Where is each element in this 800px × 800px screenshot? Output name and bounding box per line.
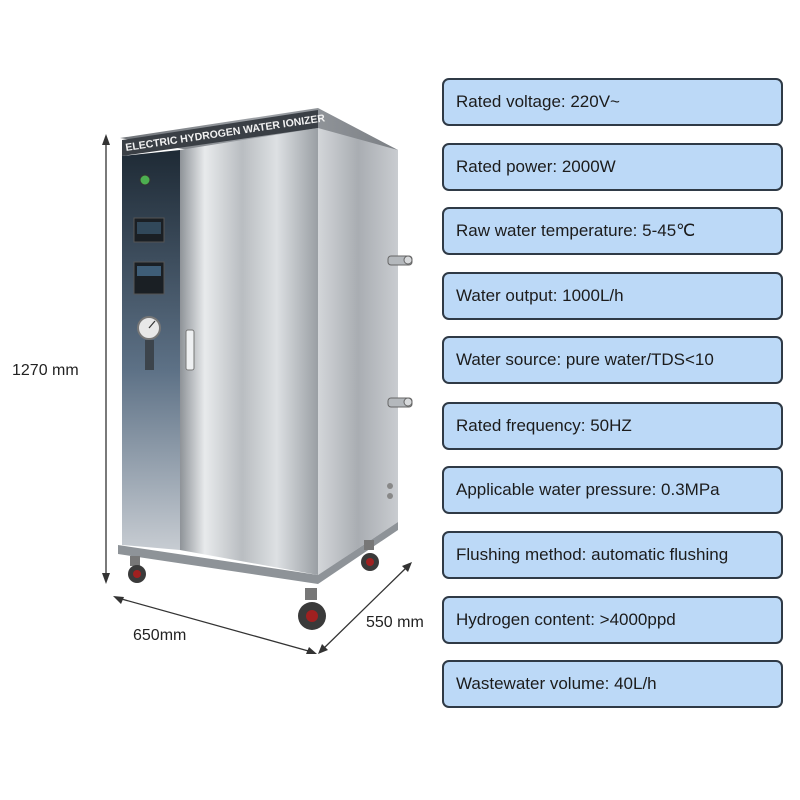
depth-label: 550 mm [366,614,424,631]
depth-dimension-line [318,562,412,654]
spec-raw-water-temperature: Raw water temperature: 5-45℃ [442,207,783,255]
height-dimension-line [102,134,110,584]
cabinet-side [318,128,398,575]
spec-water-output: Water output: 1000L/h [442,272,783,320]
outlet-fitting-icon [387,397,413,408]
spec-rated-voltage: Rated voltage: 220V~ [442,78,783,126]
spec-wastewater-volume: Wastewater volume: 40L/h [442,660,783,708]
cabinet-door [180,128,318,575]
spec-flushing-method: Flushing method: automatic flushing [442,531,783,579]
width-label: 650mm [133,627,187,644]
valve-icon [139,174,151,186]
spec-rated-power: Rated power: 2000W [442,143,783,191]
caster-wheel [361,540,379,571]
spec-hydrogen-content: Hydrogen content: >4000ppd [442,596,783,644]
width-dimension-line [113,596,317,654]
spec-water-source: Water source: pure water/TDS<10 [442,336,783,384]
spec-rated-frequency: Rated frequency: 50HZ [442,402,783,450]
label-strip [122,110,318,156]
spec-water-pressure: Applicable water pressure: 0.3MPa [442,466,783,514]
base-frame [118,522,398,584]
side-port [387,483,393,489]
product-illustration: ELECTRIC HYDROGEN WATER IONIZER [102,108,413,654]
caster-wheel [298,588,326,630]
door-handle [185,329,195,371]
caster-wheel [128,556,146,583]
inlet-fitting-icon [387,255,413,266]
height-label: 1270 mm [12,362,79,379]
